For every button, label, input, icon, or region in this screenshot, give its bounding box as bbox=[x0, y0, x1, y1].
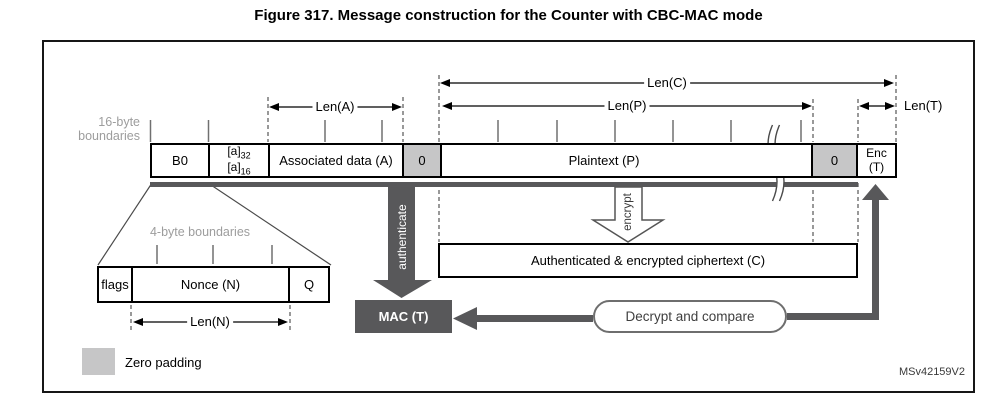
figure-reference-id: MSv42159V2 bbox=[898, 366, 965, 378]
zero-padding-label: Zero padding bbox=[125, 355, 202, 370]
decrypt-and-compare-pill: Decrypt and compare bbox=[593, 300, 787, 333]
mac-box: MAC (T) bbox=[355, 300, 452, 333]
zero-padding-cell-2: 0 bbox=[811, 145, 856, 176]
a-length-values: [a]32 [a]16 bbox=[227, 145, 250, 176]
len-n-label: Len(N) bbox=[187, 315, 233, 329]
b0-detail-bar: flags Nonce (N) Q bbox=[97, 266, 330, 303]
zero-padding-cell-1: 0 bbox=[402, 145, 440, 176]
encrypt-arrow-label: encrypt bbox=[622, 193, 634, 231]
message-bar: B0 [a]32 [a]16 Associated data (A) 0 Pla… bbox=[150, 143, 897, 178]
zero-padding-swatch bbox=[82, 348, 115, 375]
len-t-label: Len(T) bbox=[904, 98, 943, 113]
ciphertext-box: Authenticated & encrypted ciphertext (C) bbox=[438, 243, 858, 278]
plaintext-cell: Plaintext (P) bbox=[440, 145, 811, 176]
four-byte-boundaries-label: 4-byte boundaries bbox=[149, 225, 251, 239]
a-length-cell: [a]32 [a]16 bbox=[208, 145, 268, 176]
figure-title: Figure 317. Message construction for the… bbox=[254, 7, 763, 24]
enc-t-cell: Enc (T) bbox=[856, 145, 895, 176]
a16-sub: 16 bbox=[240, 165, 251, 176]
authenticate-arrow-label: authenticate bbox=[395, 204, 409, 270]
q-cell: Q bbox=[288, 268, 328, 301]
a32-sub: 32 bbox=[240, 150, 251, 161]
a16-base: [a] bbox=[227, 159, 241, 174]
len-p-label: Len(P) bbox=[604, 99, 650, 113]
associated-data-cell: Associated data (A) bbox=[268, 145, 402, 176]
flags-cell: flags bbox=[101, 277, 129, 292]
b0-cell: B0 bbox=[172, 153, 188, 168]
len-c-label: Len(C) bbox=[644, 76, 690, 90]
len-a-label: Len(A) bbox=[312, 100, 358, 114]
sixteen-byte-boundaries-label: 16-byte boundaries bbox=[78, 115, 140, 143]
a32-base: [a] bbox=[227, 144, 241, 159]
nonce-cell: Nonce (N) bbox=[131, 268, 288, 301]
figure-border bbox=[42, 40, 975, 393]
